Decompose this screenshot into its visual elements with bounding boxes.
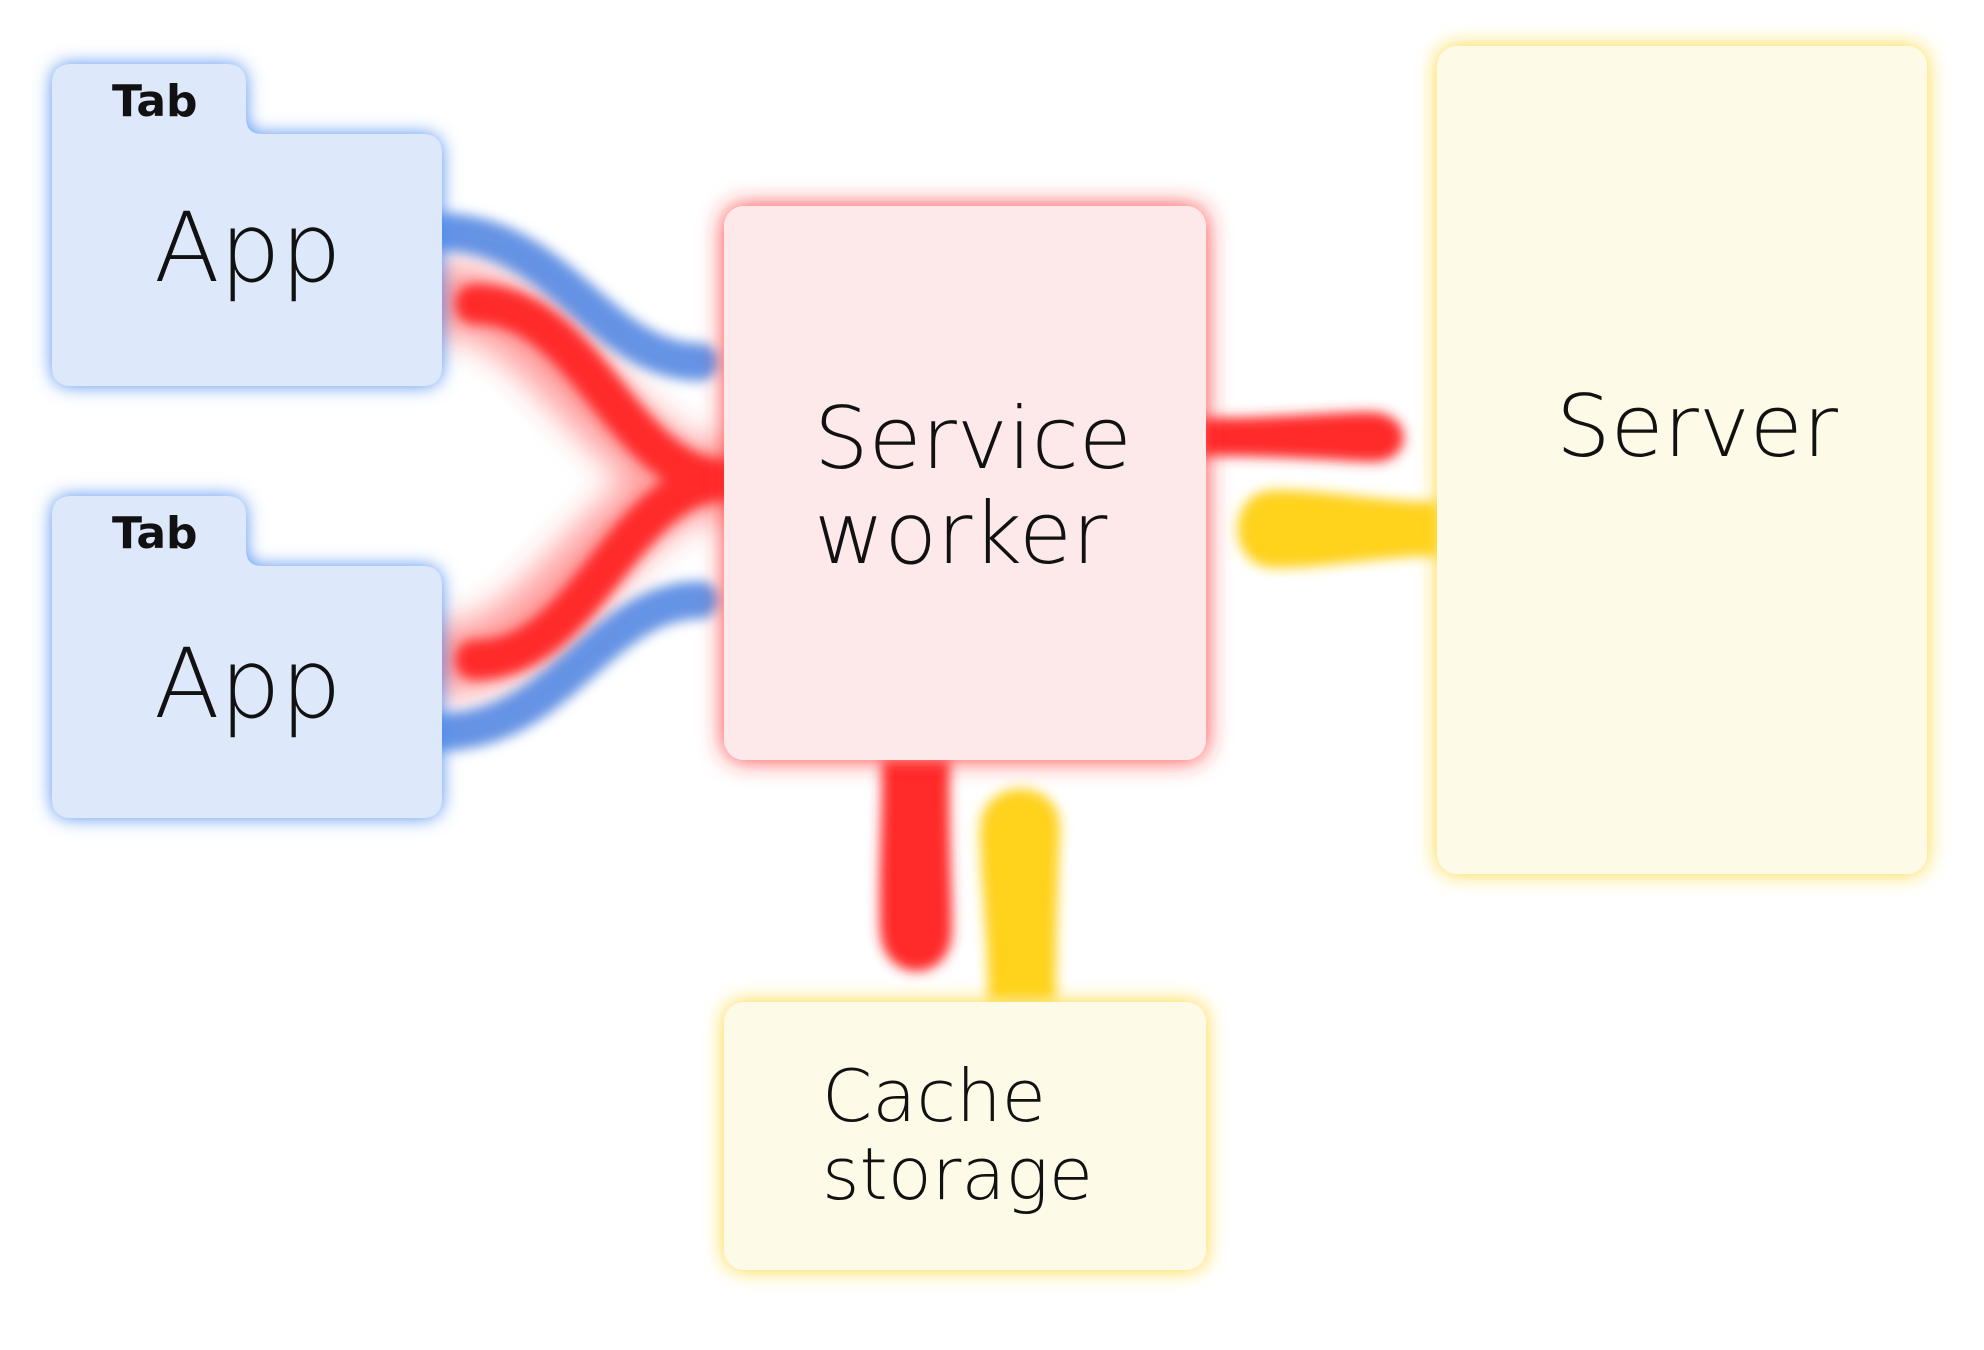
tab2-request-flow [455,460,750,680]
tab2-tab-label: Tab [112,508,198,559]
cache-storage-label: Cache storage [822,1054,1094,1216]
cache-storage-node [724,1002,1206,1270]
worker-to-cache-request [879,760,952,972]
service-worker-label-line2: worker [814,483,1108,584]
service-worker-label: Service worker [814,392,1132,581]
service-worker-node [724,206,1206,760]
cache-to-worker-response [980,788,1061,1000]
tab2-client-flow [421,581,719,751]
worker-to-server-request [1200,412,1404,463]
tab-request-flows [455,284,750,680]
service-worker-label-line1: Service [814,389,1132,489]
tab1-app-label: App [154,192,342,304]
tab1-client-flow [421,213,719,381]
server-node [1437,46,1927,874]
client-flows [421,213,719,751]
server-flows [1200,412,1440,568]
server-to-worker-response [1237,490,1440,568]
tab2-node [52,496,442,818]
cache-flows [879,760,1061,1000]
server-label: Server [1556,377,1839,477]
tab1-node [52,64,442,386]
tab1-tab-label: Tab [112,76,198,127]
cache-storage-label-line2: storage [822,1131,1094,1216]
cache-storage-label-line1: Cache [822,1054,1046,1138]
tab2-app-label: App [154,628,342,740]
